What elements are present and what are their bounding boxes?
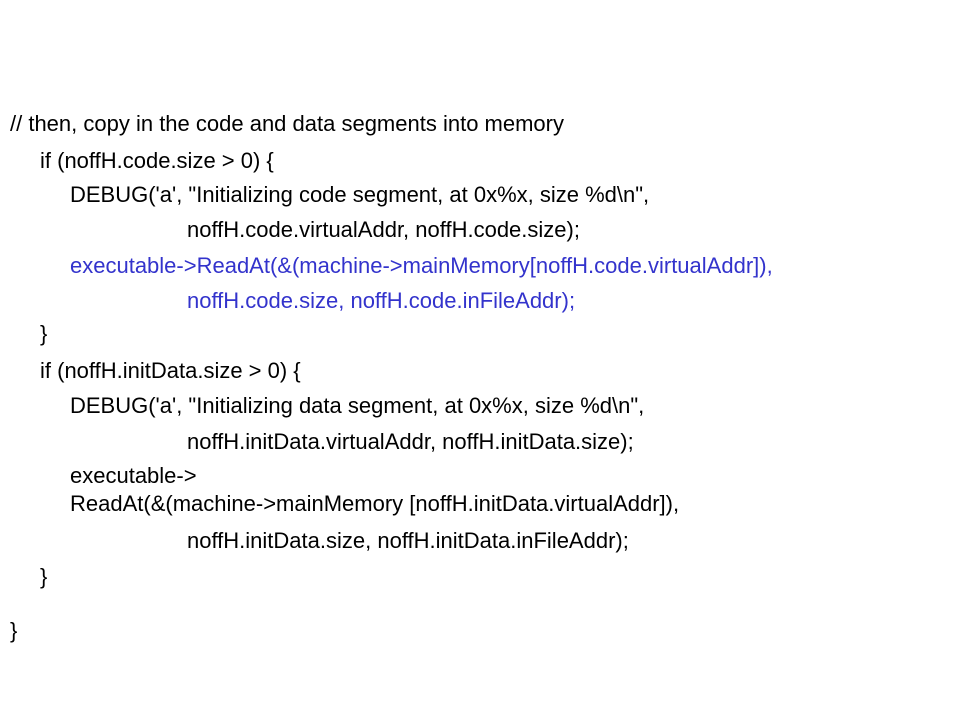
code-readat-args-line: noffH.code.size, noffH.code.inFileAddr); bbox=[187, 288, 576, 313]
code-executable-line: executable-> bbox=[70, 463, 197, 488]
code-readat-data-line: ReadAt(&(machine->mainMemory [noffH.init… bbox=[70, 491, 680, 516]
code-if-initdata-line: if (noffH.initData.size > 0) { bbox=[40, 358, 301, 383]
code-readat-code-line: executable->ReadAt(&(machine->mainMemory… bbox=[70, 253, 773, 278]
code-close-brace-inner-line: } bbox=[40, 564, 48, 589]
code-debug-data-line: DEBUG('a', "Initializing data segment, a… bbox=[70, 393, 645, 418]
code-comment-line: // then, copy in the code and data segme… bbox=[10, 111, 564, 136]
code-close-brace-outer-line: } bbox=[10, 618, 18, 643]
code-readat-data-args-line: noffH.initData.size, noffH.initData.inFi… bbox=[187, 528, 629, 553]
code-debug-args-line: noffH.code.virtualAddr, noffH.code.size)… bbox=[187, 217, 580, 242]
code-if-code-line: if (noffH.code.size > 0) { bbox=[40, 148, 274, 173]
code-debug-data-args-line: noffH.initData.virtualAddr, noffH.initDa… bbox=[187, 429, 634, 454]
code-debug-code-line: DEBUG('a', "Initializing code segment, a… bbox=[70, 182, 650, 207]
code-close-brace-line: } bbox=[40, 321, 48, 346]
